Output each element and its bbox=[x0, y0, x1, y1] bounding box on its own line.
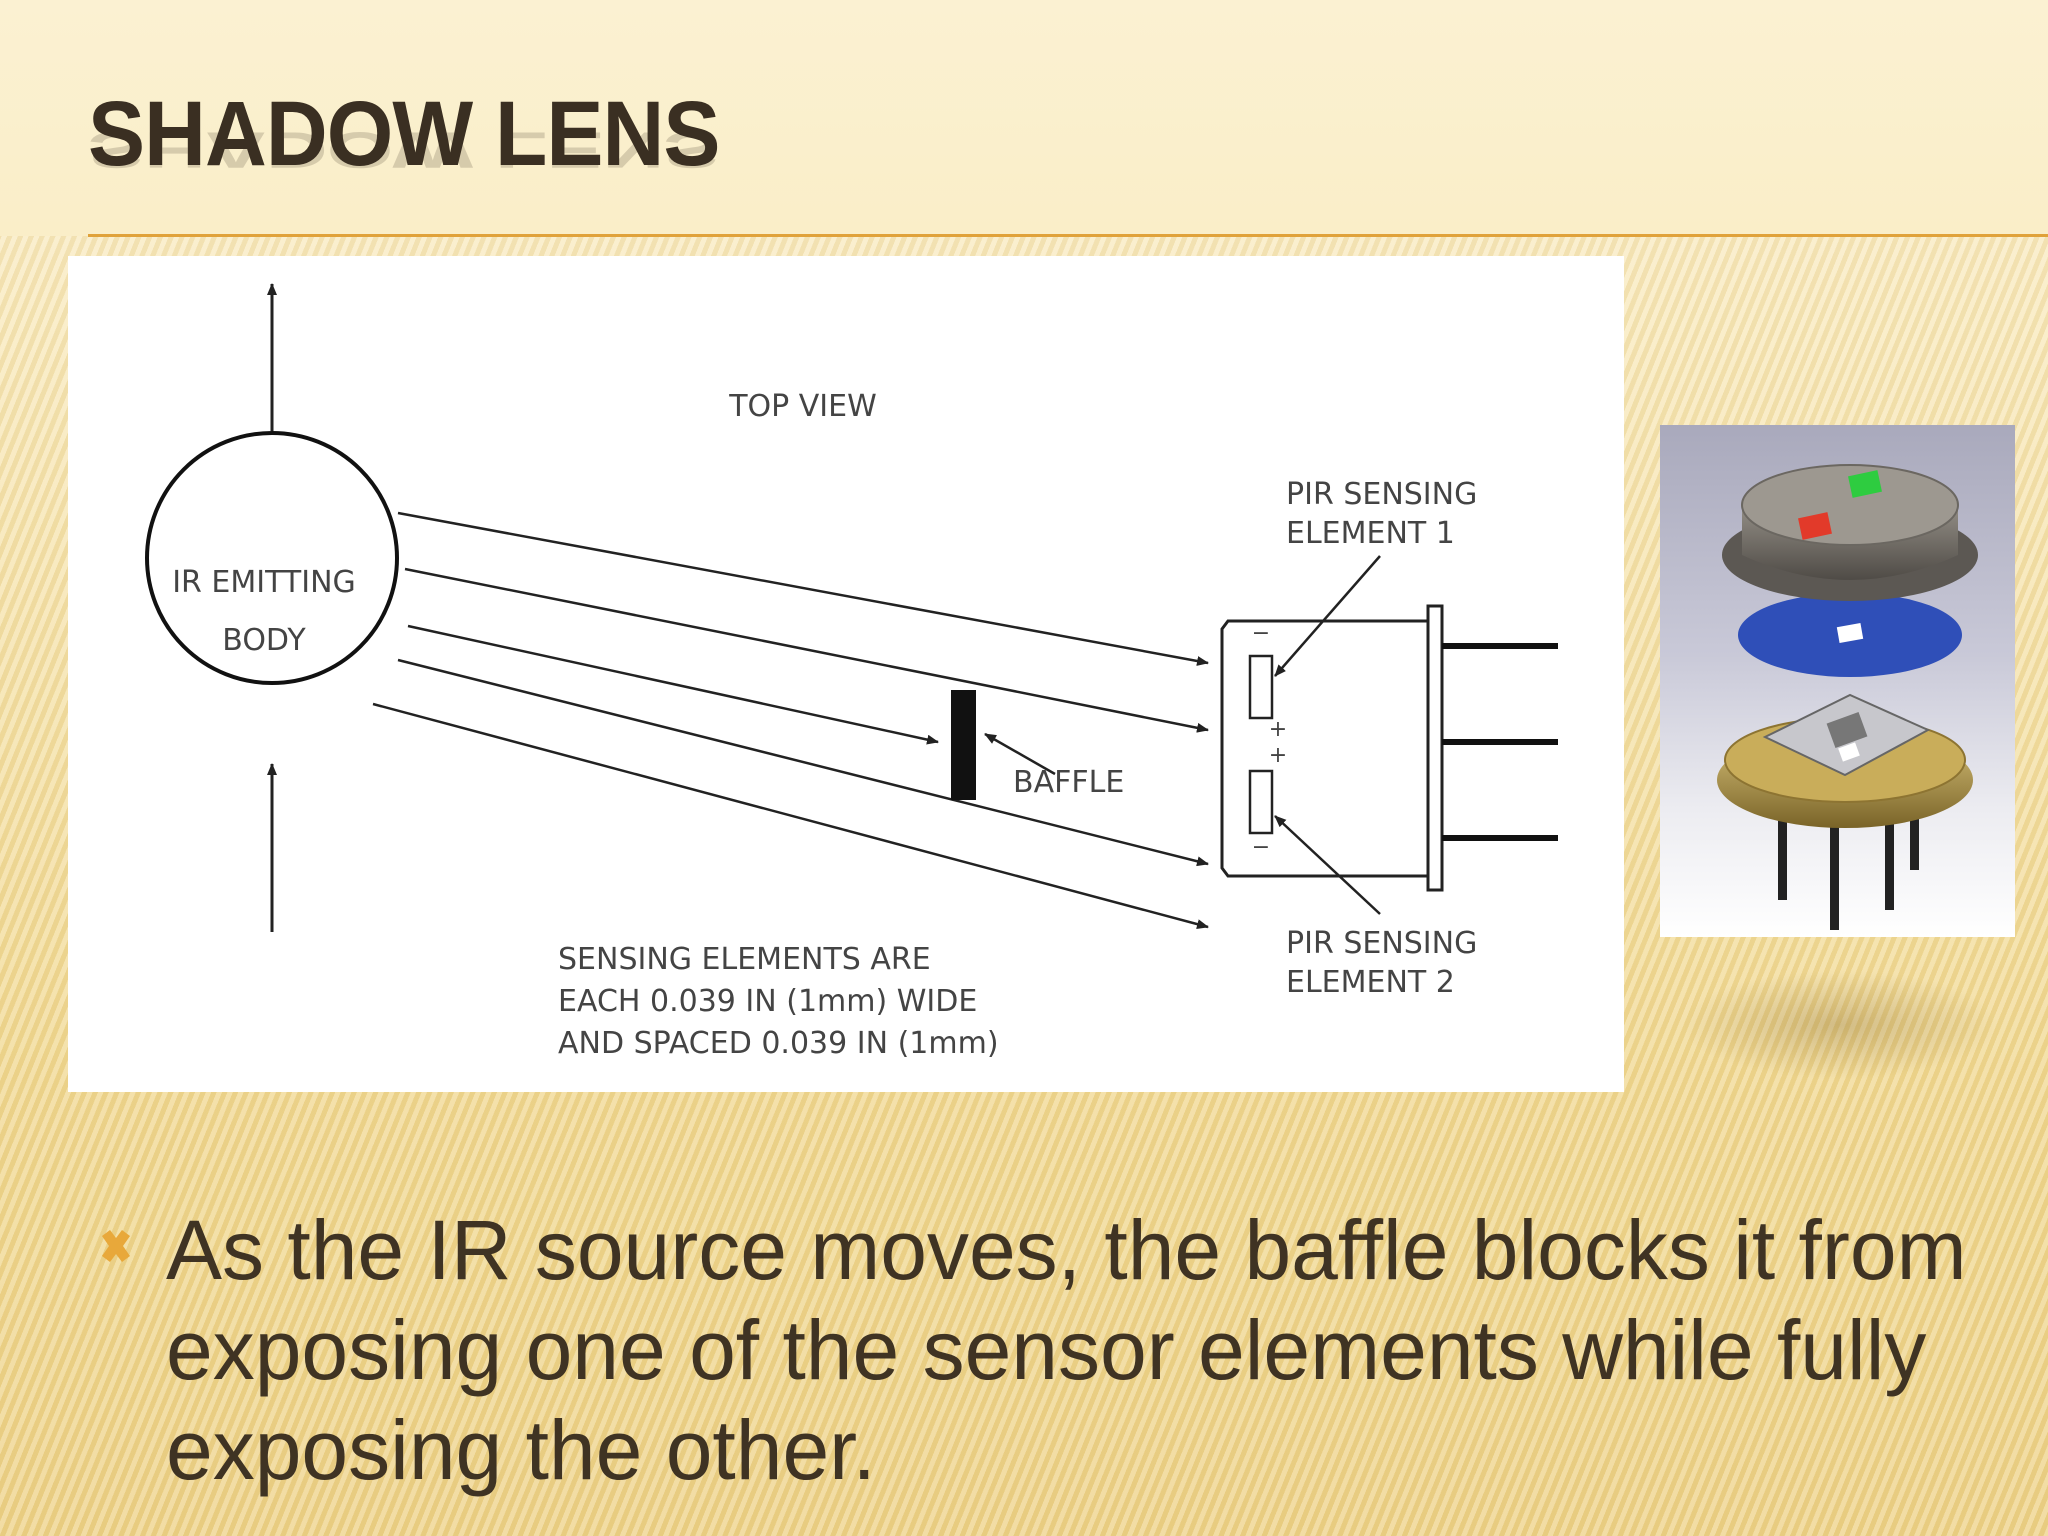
chip bbox=[1826, 711, 1868, 749]
pin bbox=[1830, 810, 1839, 930]
element-2-label-line1: PIR SENSING bbox=[1286, 926, 1477, 961]
slide-title: SHADOW LENS bbox=[88, 83, 720, 185]
title-divider bbox=[88, 234, 2048, 237]
sensor-flange bbox=[1426, 604, 1444, 892]
element-1-minus: − bbox=[1252, 621, 1270, 646]
pin bbox=[1910, 790, 1919, 870]
bullet-text: As the IR source moves, the baffle block… bbox=[166, 1203, 1967, 1497]
element-2-plus: + bbox=[1269, 743, 1287, 768]
baffle bbox=[951, 690, 976, 800]
title-band bbox=[0, 0, 2048, 236]
pin bbox=[1778, 800, 1787, 900]
baffle-pointer bbox=[984, 732, 1056, 776]
filter-window bbox=[1836, 623, 1864, 643]
element-1-pointer bbox=[1274, 555, 1381, 677]
chip-window bbox=[1838, 742, 1860, 762]
pin bbox=[1885, 800, 1894, 910]
ray bbox=[404, 567, 1209, 733]
body-label-line1: IR EMITTING bbox=[172, 565, 356, 600]
photo-shadow bbox=[1680, 970, 2000, 1080]
note-line1: SENSING ELEMENTS ARE bbox=[558, 942, 931, 977]
shadow-lens-diagram: IR EMITTING BODY TOP VIEW BAFFLE − + + −… bbox=[68, 256, 1624, 1092]
baffle-label: BAFFLE bbox=[1013, 765, 1124, 800]
element-1-plus: + bbox=[1269, 717, 1287, 742]
ray bbox=[407, 624, 939, 745]
sensing-element-2 bbox=[1248, 769, 1274, 835]
element-2-label-line2: ELEMENT 2 bbox=[1286, 965, 1455, 1000]
slide-title-reflection: SHADOW LENS bbox=[88, 121, 720, 178]
cap-top bbox=[1741, 464, 1959, 546]
pir-sensor-photo bbox=[1660, 425, 2015, 937]
ray bbox=[372, 702, 1209, 929]
sensing-element-1 bbox=[1248, 654, 1274, 720]
element-1-label-line2: ELEMENT 1 bbox=[1286, 516, 1455, 551]
element-2-pointer bbox=[1274, 815, 1381, 915]
ir-emitting-body bbox=[145, 431, 399, 685]
element-2-minus: − bbox=[1252, 835, 1270, 860]
x-mark-icon bbox=[102, 1230, 130, 1262]
ray bbox=[397, 511, 1209, 666]
note-line2: EACH 0.039 IN (1mm) WIDE bbox=[558, 984, 977, 1019]
element-1-label-line1: PIR SENSING bbox=[1286, 477, 1477, 512]
cap-window-green bbox=[1848, 470, 1882, 498]
top-view-label: TOP VIEW bbox=[728, 389, 877, 424]
body-label-line2: BODY bbox=[222, 623, 306, 658]
ray bbox=[397, 658, 1209, 867]
cap-window-red bbox=[1798, 512, 1832, 540]
note-line3: AND SPACED 0.039 IN (1mm) bbox=[558, 1026, 999, 1061]
